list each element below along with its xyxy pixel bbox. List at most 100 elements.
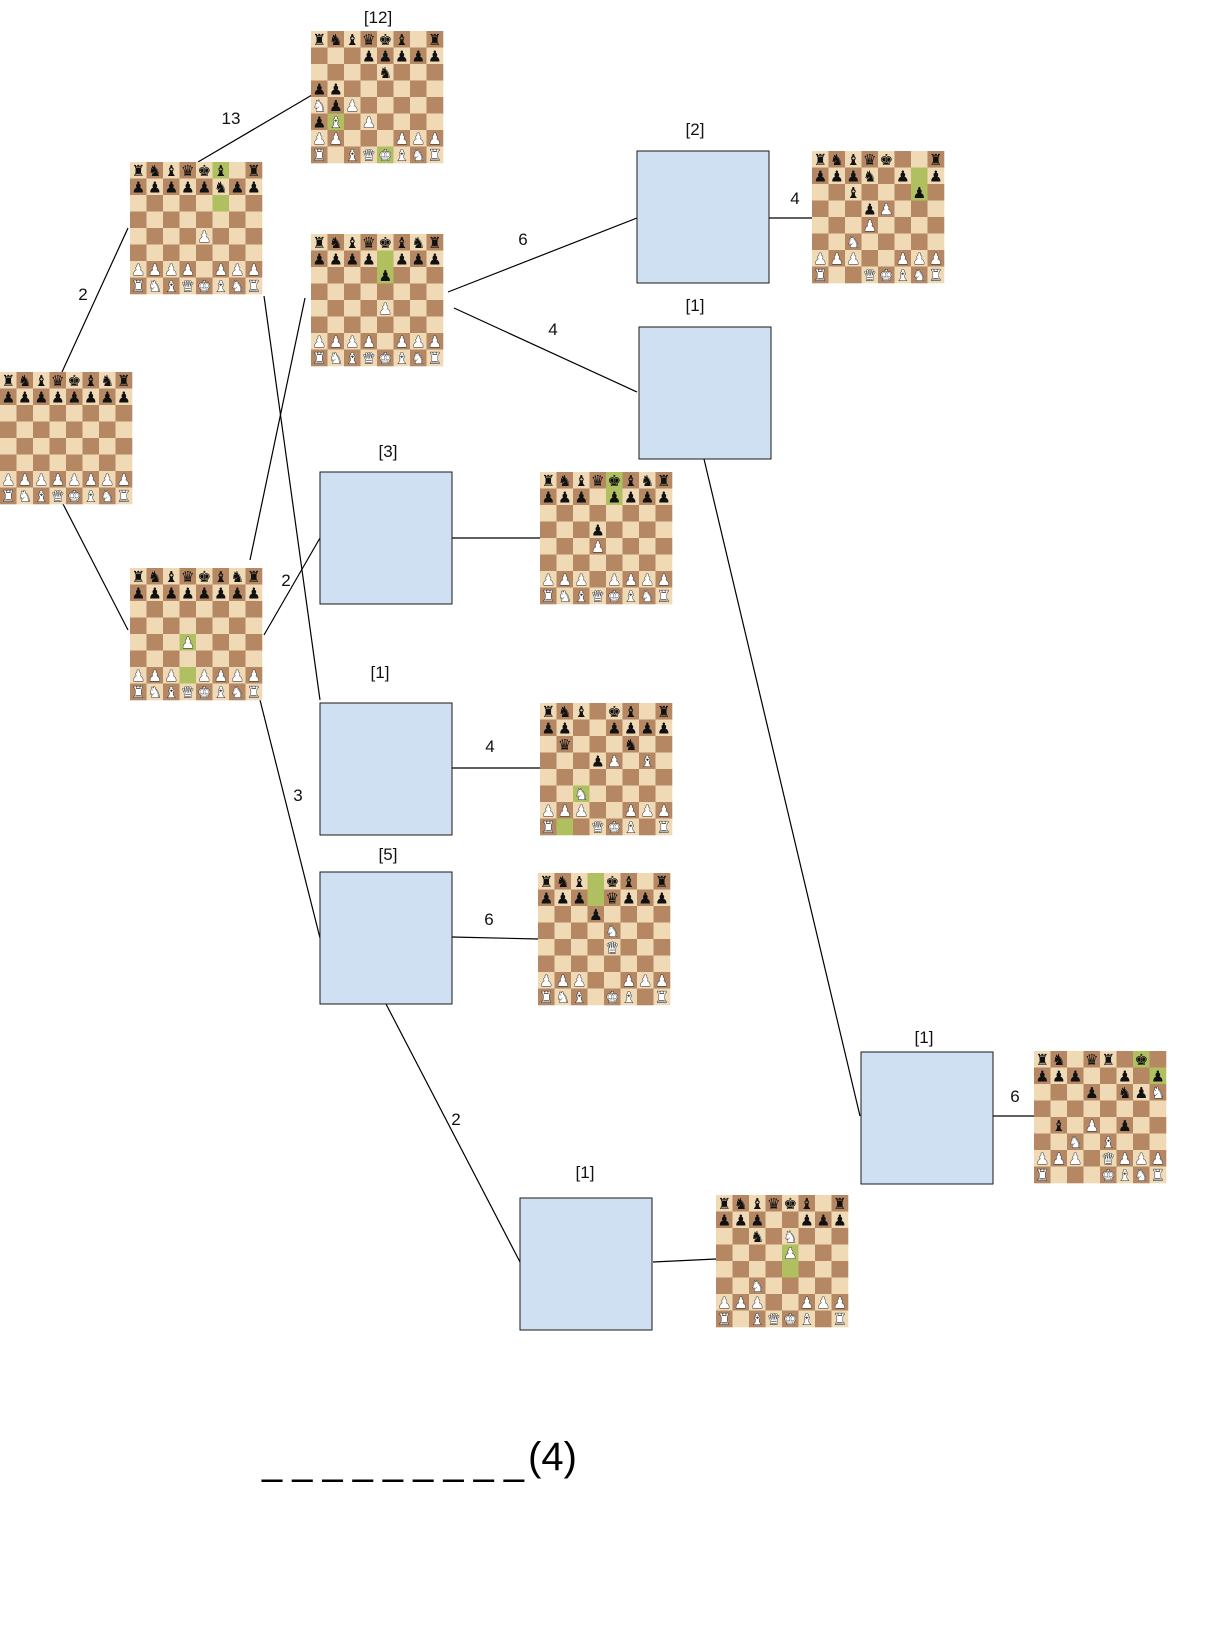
square-g1 xyxy=(229,683,246,701)
white-king-icon: ♚ xyxy=(605,988,619,1006)
square-f4 xyxy=(622,769,640,786)
square-d7 xyxy=(179,584,197,602)
square-f1 xyxy=(212,683,230,701)
black-pawn-icon: ♟ xyxy=(100,388,114,406)
square-a2 xyxy=(130,261,147,278)
white-bishop-icon: ♝ xyxy=(800,1310,814,1328)
square-g6 xyxy=(229,195,246,212)
square-e6 xyxy=(1100,1084,1117,1101)
square-e7 xyxy=(1100,1067,1117,1085)
square-a6 xyxy=(540,736,557,753)
square-h3 xyxy=(653,955,671,973)
square-f3 xyxy=(393,113,411,131)
square-d2 xyxy=(861,250,879,267)
black-king-icon: ♚ xyxy=(378,234,392,252)
white-pawn-icon: ♟ xyxy=(657,802,671,820)
square-a2 xyxy=(716,1294,733,1311)
square-c1 xyxy=(163,683,180,701)
square-a7 xyxy=(1034,1067,1051,1085)
white-pawn-icon: ♟ xyxy=(638,972,652,990)
square-g1 xyxy=(815,1310,832,1328)
empty-box-e1 xyxy=(319,471,453,605)
black-rook-icon: ♜ xyxy=(428,31,442,49)
white-rook-icon: ♜ xyxy=(657,818,671,836)
black-pawn-icon: ♟ xyxy=(148,178,162,196)
square-f3 xyxy=(212,244,230,262)
square-h6 xyxy=(245,195,263,212)
square-h8 xyxy=(245,162,263,179)
square-h2 xyxy=(115,471,133,488)
edge-n0-n2 xyxy=(61,501,129,631)
black-pawn-icon: ♟ xyxy=(657,488,671,506)
white-bishop-icon: ♝ xyxy=(329,113,343,131)
square-d6 xyxy=(589,736,607,753)
square-f6 xyxy=(894,184,912,201)
square-h2 xyxy=(927,250,945,267)
white-pawn-icon: ♟ xyxy=(1118,1150,1132,1168)
square-c6 xyxy=(33,405,50,422)
square-e7 xyxy=(606,719,623,737)
square-f4 xyxy=(393,97,411,114)
square-a1 xyxy=(716,1310,733,1328)
white-pawn-icon: ♟ xyxy=(247,261,261,279)
square-e6 xyxy=(604,906,621,923)
square-h6 xyxy=(655,736,673,753)
square-b4 xyxy=(327,97,345,114)
black-pawn-icon: ♟ xyxy=(362,250,376,268)
square-a2 xyxy=(311,333,328,350)
square-b8 xyxy=(146,162,164,179)
square-f2 xyxy=(212,261,230,278)
square-g2 xyxy=(911,250,928,267)
square-d1 xyxy=(589,818,607,836)
square-f7 xyxy=(393,47,411,65)
square-d7 xyxy=(179,178,197,196)
square-d6 xyxy=(1083,1084,1101,1101)
square-f6 xyxy=(212,195,230,212)
square-a4 xyxy=(130,634,147,651)
white-knight-icon: ♞ xyxy=(230,683,244,701)
square-a3 xyxy=(716,1277,733,1295)
square-a7 xyxy=(716,1211,733,1229)
box-label-e1: [3] xyxy=(379,442,398,461)
square-e2 xyxy=(1100,1150,1117,1167)
square-b1 xyxy=(146,277,164,295)
square-d5 xyxy=(179,617,197,635)
square-b8 xyxy=(556,703,574,720)
black-rook-icon: ♜ xyxy=(655,873,669,891)
square-g3 xyxy=(911,233,928,251)
square-h1 xyxy=(115,487,133,505)
white-pawn-icon: ♟ xyxy=(1151,1150,1165,1168)
square-b1 xyxy=(16,487,34,505)
square-a1 xyxy=(540,818,557,836)
square-g7 xyxy=(99,388,116,406)
square-c1 xyxy=(163,277,180,295)
white-knight-icon: ♞ xyxy=(148,683,162,701)
white-rook-icon: ♜ xyxy=(428,349,442,367)
black-rook-icon: ♜ xyxy=(717,1195,731,1213)
black-king-icon: ♚ xyxy=(197,162,211,180)
square-g7 xyxy=(229,178,246,196)
white-rook-icon: ♜ xyxy=(1151,1166,1165,1184)
square-h6 xyxy=(426,267,444,284)
black-pawn-icon: ♟ xyxy=(816,1211,830,1229)
square-c2 xyxy=(845,250,862,267)
black-knight-icon: ♞ xyxy=(230,568,244,586)
square-a5 xyxy=(1034,1100,1051,1118)
white-knight-icon: ♞ xyxy=(18,487,32,505)
black-king-icon: ♚ xyxy=(197,568,211,586)
square-g1 xyxy=(639,818,656,836)
square-c3 xyxy=(344,113,361,131)
square-b4 xyxy=(556,538,574,555)
square-d5 xyxy=(589,752,607,770)
edge-label-e2-n9: 4 xyxy=(485,737,494,756)
white-queen-icon: ♛ xyxy=(605,939,619,957)
square-a3 xyxy=(130,650,147,668)
white-pawn-icon: ♟ xyxy=(395,130,409,148)
white-pawn-icon: ♟ xyxy=(929,250,943,268)
square-g6 xyxy=(637,906,654,923)
square-h5 xyxy=(655,752,673,770)
square-b7 xyxy=(556,719,574,737)
white-pawn-icon: ♟ xyxy=(1085,1117,1099,1135)
square-e4 xyxy=(606,769,623,786)
black-queen-icon: ♛ xyxy=(181,162,195,180)
